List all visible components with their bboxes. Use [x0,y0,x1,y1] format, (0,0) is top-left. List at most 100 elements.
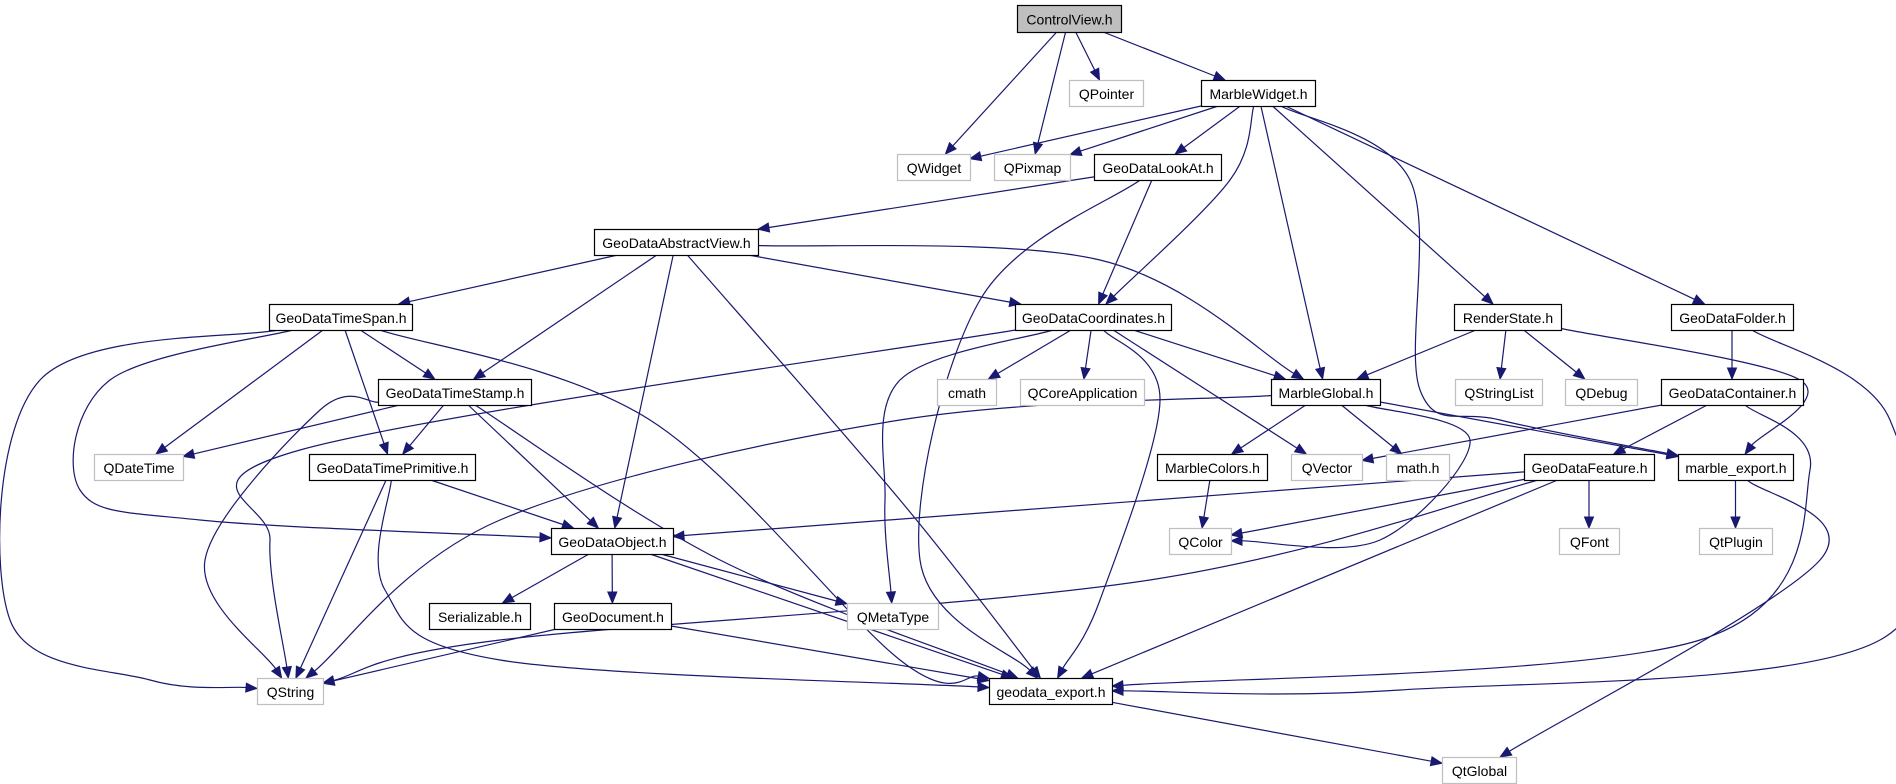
arrowhead-icon [1290,368,1305,380]
node-GeoDataAbstractView[interactable]: GeoDataAbstractView.h [593,228,760,257]
node-GeoDataFolder[interactable]: GeoDataFolder.h [1670,303,1795,332]
arrowhead-icon [1080,668,1095,679]
edge-GeoDataTimeSpan-to-QDateTime [154,329,324,455]
edge-GeoDataTimeStamp-to-QDateTime [181,404,400,459]
node-label: marble_export.h [1685,460,1786,476]
edge-line [299,479,387,669]
node-geodata_export[interactable]: geodata_export.h [988,677,1114,706]
node-marble_export[interactable]: marble_export.h [1677,453,1795,482]
arrowhead-icon [321,675,336,686]
node-box [1441,756,1518,784]
edge-line [1509,479,1830,752]
node-GeoDocument[interactable]: GeoDocument.h [553,602,673,631]
edge-MarbleWidget-to-QWidget [968,105,1202,162]
arrowhead-icon [1691,294,1706,305]
node-GeoDataCoordinates[interactable]: GeoDataCoordinates.h [1014,303,1173,332]
node-MarbleWidget[interactable]: MarbleWidget.h [1200,79,1317,108]
edge-line [918,179,1141,671]
node-GeoDataObject[interactable]: GeoDataObject.h [550,527,675,556]
edge-marble_export-to-QtPlugin [1730,480,1741,530]
arrowhead-icon [944,141,957,155]
edge-line [1037,31,1067,144]
arrowhead-icon [968,150,983,162]
node-GeoDataTimePrimitive[interactable]: GeoDataTimePrimitive.h [308,453,477,482]
arrowhead-icon [1229,535,1243,547]
node-label: RenderState.h [1463,310,1553,326]
arrowhead-icon [270,665,283,680]
edge-RenderState-to-QStringList [1496,329,1507,381]
edge-line [409,404,445,446]
edge-line [1500,329,1507,369]
edge-GeoDataCoordinates-to-MarbleGlobal [1133,329,1287,381]
edge-GeoDataCoordinates-to-QVector [1112,329,1308,455]
edge-line [1523,329,1577,373]
arrowhead-icon [1572,367,1586,380]
edge-line [1075,31,1096,71]
arrowhead-icon [245,682,259,693]
node-box [1016,4,1123,34]
edge-line [686,254,1034,670]
edge-GeoDataAbstractView-to-GeoDataCoordinates [748,254,1022,308]
arrowhead-icon [834,595,849,606]
arrowhead-icon [1480,292,1494,305]
node-GeoDataContainer[interactable]: GeoDataContainer.h [1660,378,1805,407]
node-label: GeoDataObject.h [558,534,666,550]
arrowhead-icon [1105,292,1118,305]
edge-line [511,553,590,599]
edge-GeoDataContainer-to-QVector [1360,404,1662,464]
edge-GeoDataFeature-to-QColor [1229,478,1525,539]
edge-MarbleColors-to-QColor [1198,479,1211,530]
node-GeoDataTimeSpan[interactable]: GeoDataTimeSpan.h [268,303,414,332]
arrowhead-icon [756,222,771,233]
node-RenderState[interactable]: RenderState.h [1453,303,1563,332]
edge-geodata_export-to-QtGlobal [1111,701,1444,767]
arrowhead-icon [501,592,516,604]
node-label: QString [267,684,314,700]
edge-MarbleWidget-to-GeoDataLookAt [1174,105,1241,155]
edge-GeoDataTimePrimitive-to-geodata_export [377,479,991,693]
edge-MarbleWidget-to-MarbleGlobal [1260,105,1326,381]
node-GeoDataFeature[interactable]: GeoDataFeature.h [1523,453,1656,482]
node-label: QFont [1570,534,1609,550]
node-Serializable[interactable]: Serializable.h [428,602,532,631]
node-QFont: QFont [1558,527,1621,556]
edge-GeoDataCoordinates-to-geodata_export [1056,329,1161,680]
edge-GeoDataFolder-to-GeoDataContainer [1726,330,1738,381]
node-MarbleColors[interactable]: MarbleColors.h [1156,453,1269,482]
node-MarbleGlobal[interactable]: MarbleGlobal.h [1270,378,1382,407]
arrowhead-icon [1389,442,1403,455]
edge-line [1240,404,1307,449]
node-box [1168,527,1233,556]
node-box [1677,453,1795,482]
node-box [1523,453,1656,482]
edge-GeoDataTimeSpan-to-QString [0,329,279,693]
node-GeoDataTimeStamp[interactable]: GeoDataTimeStamp.h [377,378,533,407]
node-box [1270,378,1382,407]
node-GeoDataLookAt[interactable]: GeoDataLookAt.h [1093,153,1223,182]
edge-GeoDataContainer-to-geodata_export [1110,404,1812,691]
edge-line [1372,404,1662,459]
node-box [593,228,760,257]
edge-line [377,479,979,688]
edge-line [193,404,400,455]
edge-GeoDataTimeSpan-to-GeoDataTimeStamp [359,329,436,380]
node-ControlView[interactable]: ControlView.h [1016,4,1123,34]
edge-line [1623,404,1708,450]
node-label: geodata_export.h [997,684,1106,700]
arrowhead-icon [885,591,897,605]
edge-line [1379,401,1668,456]
edge-line [757,244,1295,374]
node-QString: QString [256,677,325,706]
arrowhead-icon [422,368,436,380]
edge-MarbleWidget-to-GeoDataFolder [1285,105,1706,305]
node-QColor: QColor [1168,527,1233,556]
node-box [846,602,940,631]
node-box [308,453,477,482]
edge-line [1080,105,1219,152]
node-label: QPointer [1079,86,1135,102]
edge-line [1280,105,1668,454]
edge-line [1122,404,1812,686]
edge-line [1560,327,1809,446]
edge-line [1122,329,1896,695]
